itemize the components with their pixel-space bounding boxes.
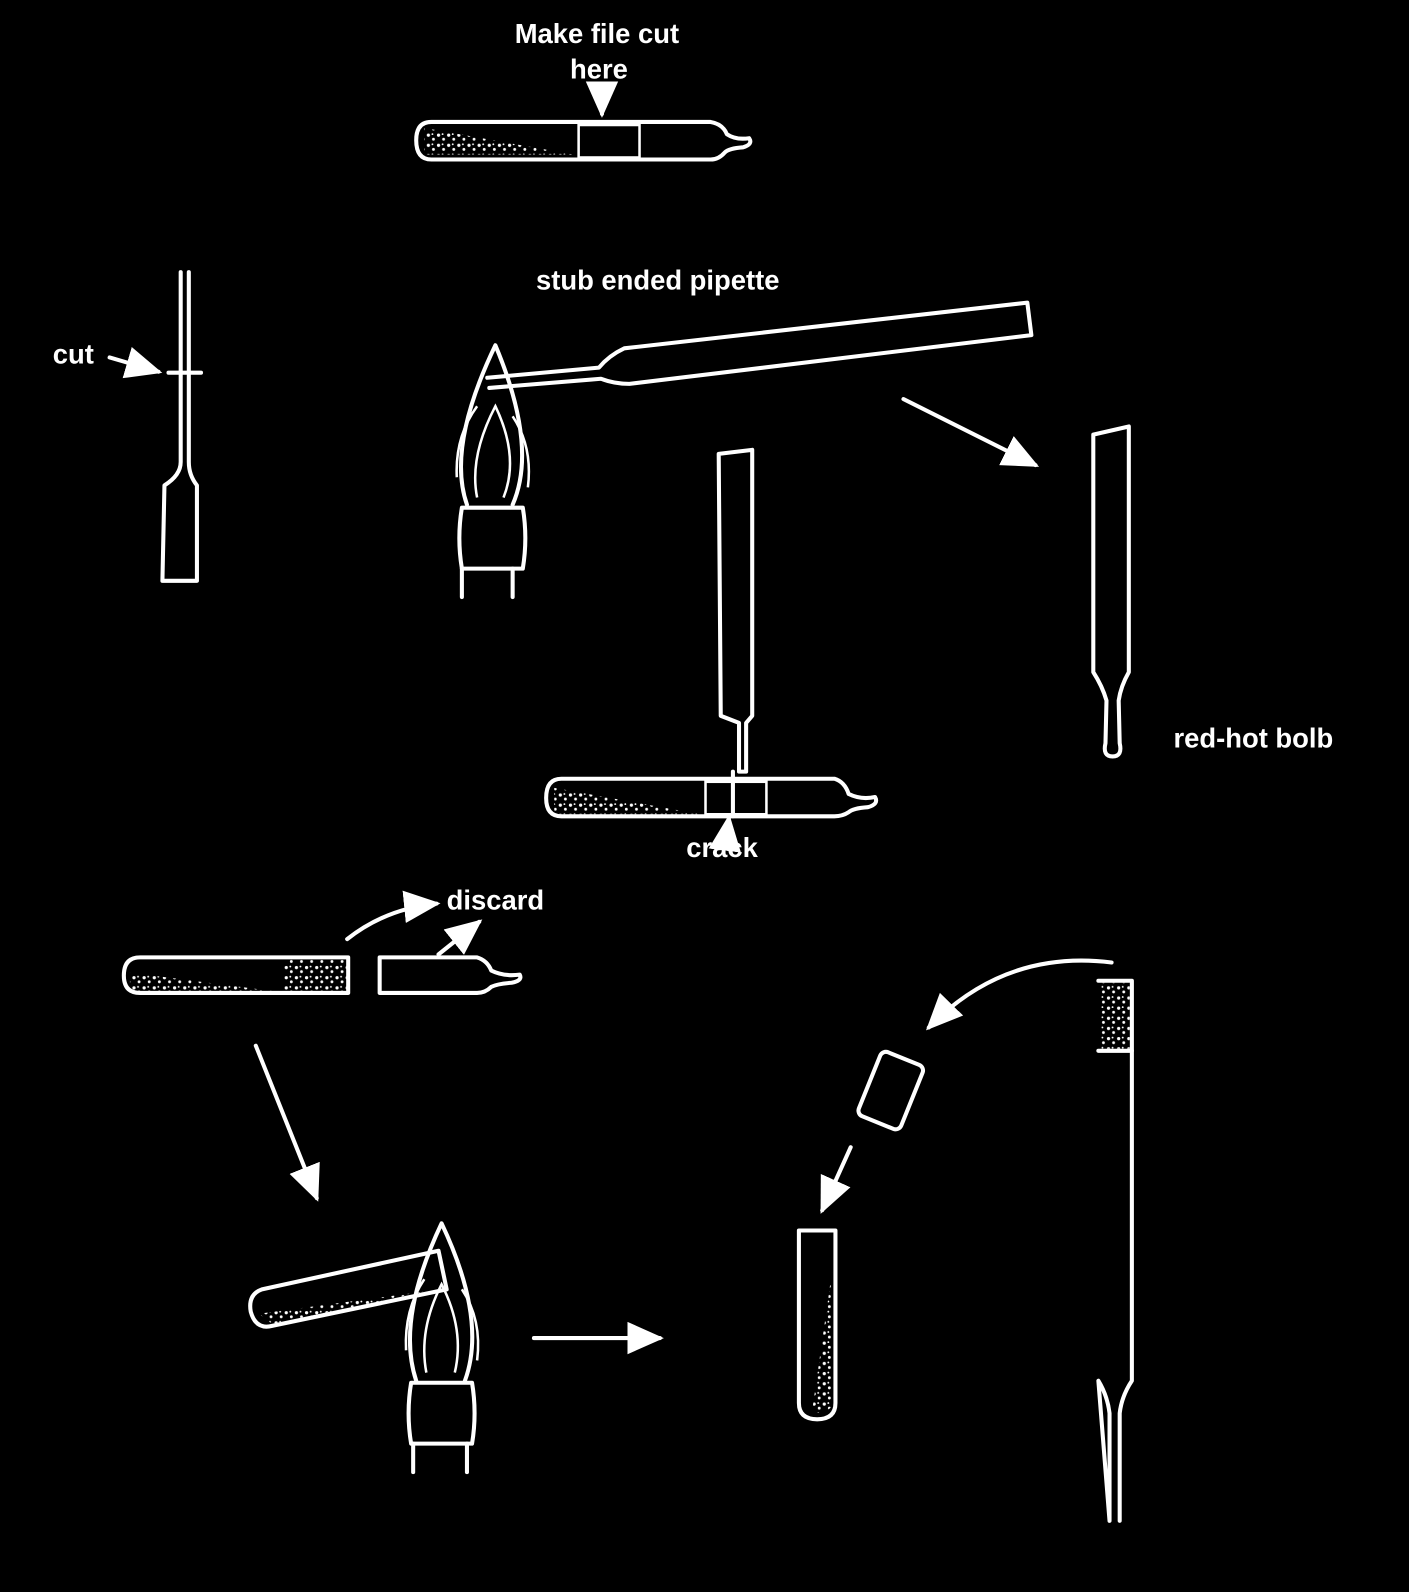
glass-wool-plug [856, 1049, 926, 1132]
cut-label: cut [53, 339, 94, 370]
discard-label: discard [447, 885, 544, 916]
bunsen-burner-1 [455, 343, 531, 600]
arrow-plug-into-tube [820, 1145, 853, 1214]
result-tube [796, 1228, 838, 1422]
long-pipette-with-plug [1096, 978, 1134, 1523]
arrow-to-burner-2 [253, 1043, 320, 1202]
file-cut-label: Make file cut [515, 18, 679, 49]
arrow-to-redhot [901, 397, 1040, 468]
redhot-bolb-label: red-hot bolb [1173, 722, 1333, 753]
crack-arrow [708, 814, 741, 853]
crack-label: crack [686, 832, 758, 863]
stub-pipette-label: stub ended pipette [536, 264, 779, 295]
sealed-tube-top [414, 119, 753, 162]
pasteur-pipette-cut [160, 270, 204, 583]
discard-arrow-2 [436, 919, 483, 957]
broken-tube-left [121, 955, 351, 995]
stub-ended-pipette [485, 300, 1034, 390]
cut-arrow [107, 346, 163, 379]
bunsen-burner-2 [404, 1221, 480, 1475]
broken-tube-right-discard [377, 955, 523, 995]
red-hot-bolb-pipette [1091, 424, 1131, 759]
file-cut-label-here: here [570, 53, 628, 84]
pipette-on-tube [544, 447, 879, 819]
arrow-plug-out [926, 958, 1114, 1031]
discard-arrow-1 [345, 890, 441, 942]
tube-heated [248, 1248, 449, 1329]
